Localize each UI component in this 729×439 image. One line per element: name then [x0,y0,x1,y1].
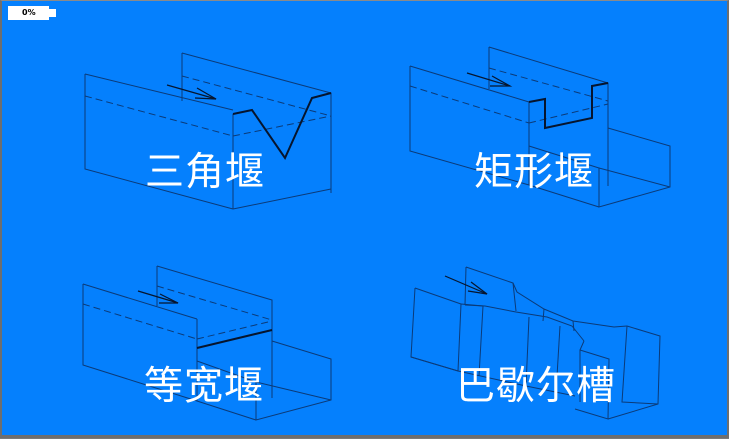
progress-value: 0% [22,8,36,17]
progress-indicator: 0% [8,6,56,20]
rectangular-weir-label: 矩形堰 [474,150,595,195]
parshall-flume-label: 巴歇尔槽 [456,364,617,409]
triangular-weir-label: 三角堰 [145,150,266,195]
equal-width-weir-label: 等宽堰 [144,364,265,409]
